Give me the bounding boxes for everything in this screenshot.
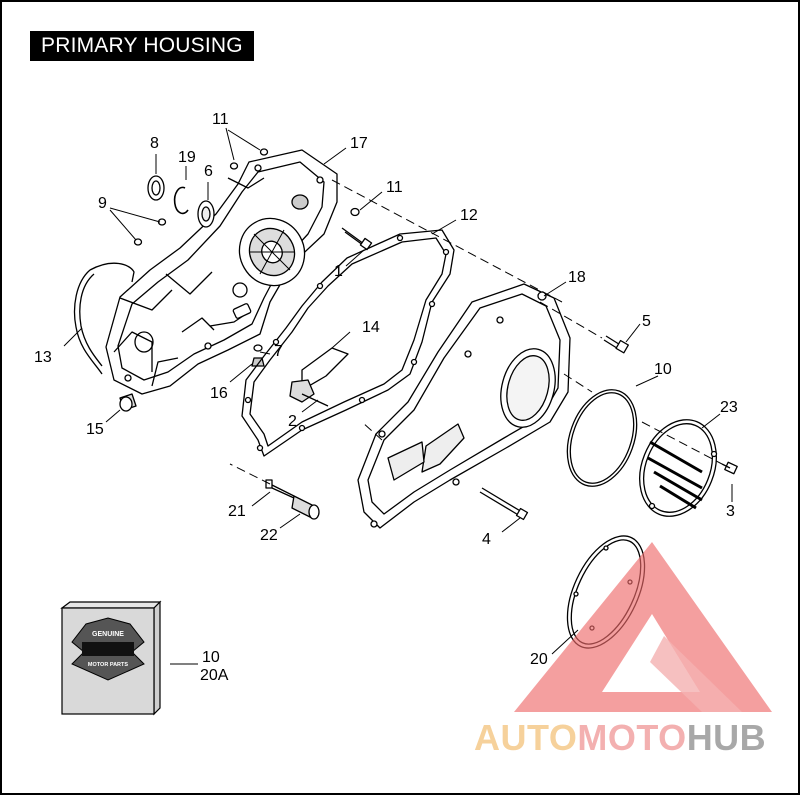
screw-5 (603, 335, 629, 354)
callout-19: 19 (178, 149, 196, 166)
watermark-triangle (514, 542, 772, 712)
callout-21: 21 (228, 503, 246, 520)
leader-lines (63, 127, 733, 665)
callout-22: 22 (260, 527, 278, 544)
callout-14: 14 (362, 319, 380, 336)
dowel-9 (133, 218, 167, 246)
gasket-kit-box: GENUINE MOTOR PARTS (60, 600, 162, 716)
screw-and-plug (251, 344, 265, 367)
callout-20: 20 (530, 651, 548, 668)
screw-and-spacer (265, 479, 320, 520)
callout-9: 9 (98, 195, 107, 212)
callout-7: 7 (274, 343, 283, 360)
callout-12: 12 (460, 207, 478, 224)
callout-3: 3 (726, 503, 735, 520)
dowel-pins (229, 148, 360, 217)
page-title: PRIMARY HOUSING (30, 31, 254, 61)
gasket-13 (73, 262, 135, 375)
callout-17: 17 (350, 135, 368, 152)
stud-4 (479, 487, 529, 521)
seal-bearing-set (147, 175, 215, 228)
callout-2: 2 (288, 413, 297, 430)
svg-text:AUTOMOTOHUB: AUTOMOTOHUB (474, 717, 766, 758)
callout-18: 18 (568, 269, 586, 286)
dowel-15 (119, 393, 137, 412)
screw-3 (721, 461, 738, 475)
bolt-1 (341, 227, 373, 251)
callout-1: 1 (334, 263, 343, 280)
callout-8: 8 (150, 135, 159, 152)
watermark-moto: MOTO (577, 717, 686, 758)
badge-top-text: GENUINE (92, 631, 124, 638)
alignment-lines (229, 179, 723, 485)
inner-primary-housing (105, 149, 338, 395)
primary-cover-gasket (241, 229, 455, 457)
callout-6: 6 (204, 163, 213, 180)
callout-23: 23 (720, 399, 738, 416)
automotohub-watermark: AUTOMOTOHUB (474, 542, 772, 758)
o-ring-10 (566, 389, 638, 487)
callout-4: 4 (482, 531, 491, 548)
derby-cover-23 (639, 419, 718, 517)
outer-primary-cover (357, 283, 571, 529)
callout-11-top: 11 (212, 111, 229, 128)
callout-15: 15 (86, 421, 104, 438)
chain-adjuster (289, 347, 349, 407)
callout-16: 16 (210, 385, 228, 402)
callout-13: 13 (34, 349, 52, 366)
callout-kit-10: 10 (202, 649, 220, 666)
callout-kit-20a: 20A (200, 667, 229, 684)
genuine-motor-parts-badge: GENUINE MOTOR PARTS (71, 617, 145, 681)
callout-10: 10 (654, 361, 672, 378)
callout-5: 5 (642, 313, 651, 330)
watermark-auto: AUTO (474, 717, 577, 758)
callout-numbers: 11 8 19 6 9 17 11 12 1 18 14 5 7 13 10 1… (34, 111, 738, 684)
watermark-hub: HUB (687, 717, 767, 758)
badge-bottom-text: MOTOR PARTS (88, 662, 128, 668)
callout-11-right: 11 (386, 179, 403, 196)
